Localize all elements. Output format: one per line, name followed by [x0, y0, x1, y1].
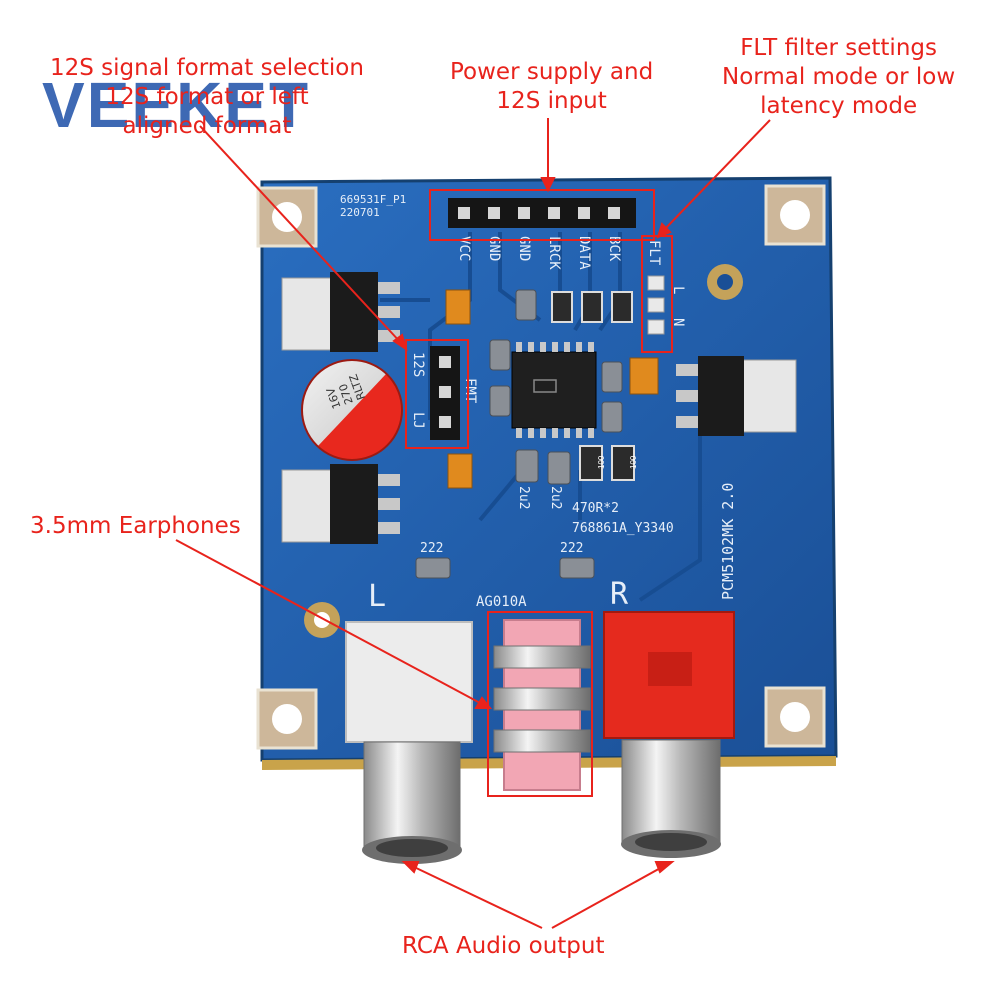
fmt-jumper-header [430, 346, 460, 440]
flt-solder-pads [647, 275, 665, 335]
flt-filter-line2: Normal mode or low [722, 63, 956, 90]
highlight-fmt-header [405, 339, 469, 449]
pin-header [448, 198, 636, 228]
cap-label-2u2-2: 2u2 [548, 486, 563, 509]
smd-small-caps [415, 289, 623, 579]
fmt-option-12s: 12S [410, 352, 426, 377]
cap-label-222-right: 222 [560, 541, 583, 556]
smd-capacitors [445, 289, 659, 489]
fmt-select-callout: 12S signal format selection 12S format o… [50, 54, 364, 140]
earphone-jack [493, 619, 591, 791]
flt-filter-callout: FLT filter settings Normal mode or low l… [722, 34, 955, 120]
dac-chip [511, 342, 597, 438]
electrolytic-capacitor [301, 359, 403, 461]
flt-filter-line1: FLT filter settings [740, 35, 937, 61]
header-pin-labels: VCC GND GND LRCK DATA BCK [456, 236, 622, 270]
right-channel-label: R [610, 577, 629, 612]
voltage-regulator-bottom [281, 464, 400, 544]
resistor-code-1: 100 [597, 455, 606, 469]
pin-label-gnd-2: GND [516, 236, 532, 261]
earphones-callout: 3.5mm Earphones [30, 513, 241, 539]
rca-jack-right [603, 611, 735, 858]
resistor-value-label: 470R*2 [572, 501, 619, 516]
pin-label-data: DATA [576, 236, 592, 270]
pin-label-bck: BCK [606, 236, 622, 262]
voltage-regulator-top [281, 272, 400, 352]
flt-filter-line3: latency mode [760, 92, 918, 119]
brand-logo: VEEKET [42, 69, 311, 141]
power-input-line2: 12S input [496, 87, 607, 114]
rca-jack-left [345, 621, 473, 864]
pin-label-lrck: LRCK [546, 236, 562, 270]
fmt-select-line2: 12S format or left [105, 83, 309, 110]
fmt-option-lj: LJ [410, 412, 426, 429]
fmt-select-line1: 12S signal format selection [50, 55, 364, 81]
cap-label-222-left: 222 [420, 541, 443, 556]
left-channel-label: L [368, 579, 386, 614]
jack-part-label: AG010A [476, 594, 527, 610]
smd-resistors [551, 291, 635, 481]
fmt-label: FMT [462, 378, 478, 404]
pin-label-gnd-1: GND [486, 236, 502, 261]
rca-output-callout: RCA Audio output [402, 933, 605, 959]
pin-label-vcc: VCC [456, 236, 472, 261]
power-input-callout: Power supply and 12S input [450, 58, 653, 116]
flt-option-n: N [670, 318, 686, 326]
voltage-regulator-right [676, 356, 797, 436]
mounting-holes [256, 184, 826, 750]
annotation-arrows [175, 118, 771, 929]
highlight-flt-pads [641, 235, 673, 353]
chip-code-label: 768861A_Y3340 [572, 521, 674, 536]
cap-label-2u2-1: 2u2 [516, 486, 531, 509]
capacitor-markings: 16V 270 RLTZ [324, 372, 368, 411]
batch-code-label: 669531F_P1 [340, 193, 406, 206]
flt-option-l: L [670, 286, 686, 294]
fmt-select-line3: aligned format [122, 112, 292, 139]
flt-label: FLT [646, 240, 662, 266]
resistor-code-2: 100 [629, 455, 638, 469]
date-code-label: 220701 [340, 206, 380, 219]
board-model-label: PCM5102MK 2.0 [719, 483, 737, 600]
highlight-power-header [429, 189, 655, 241]
power-input-line1: Power supply and [450, 59, 654, 85]
